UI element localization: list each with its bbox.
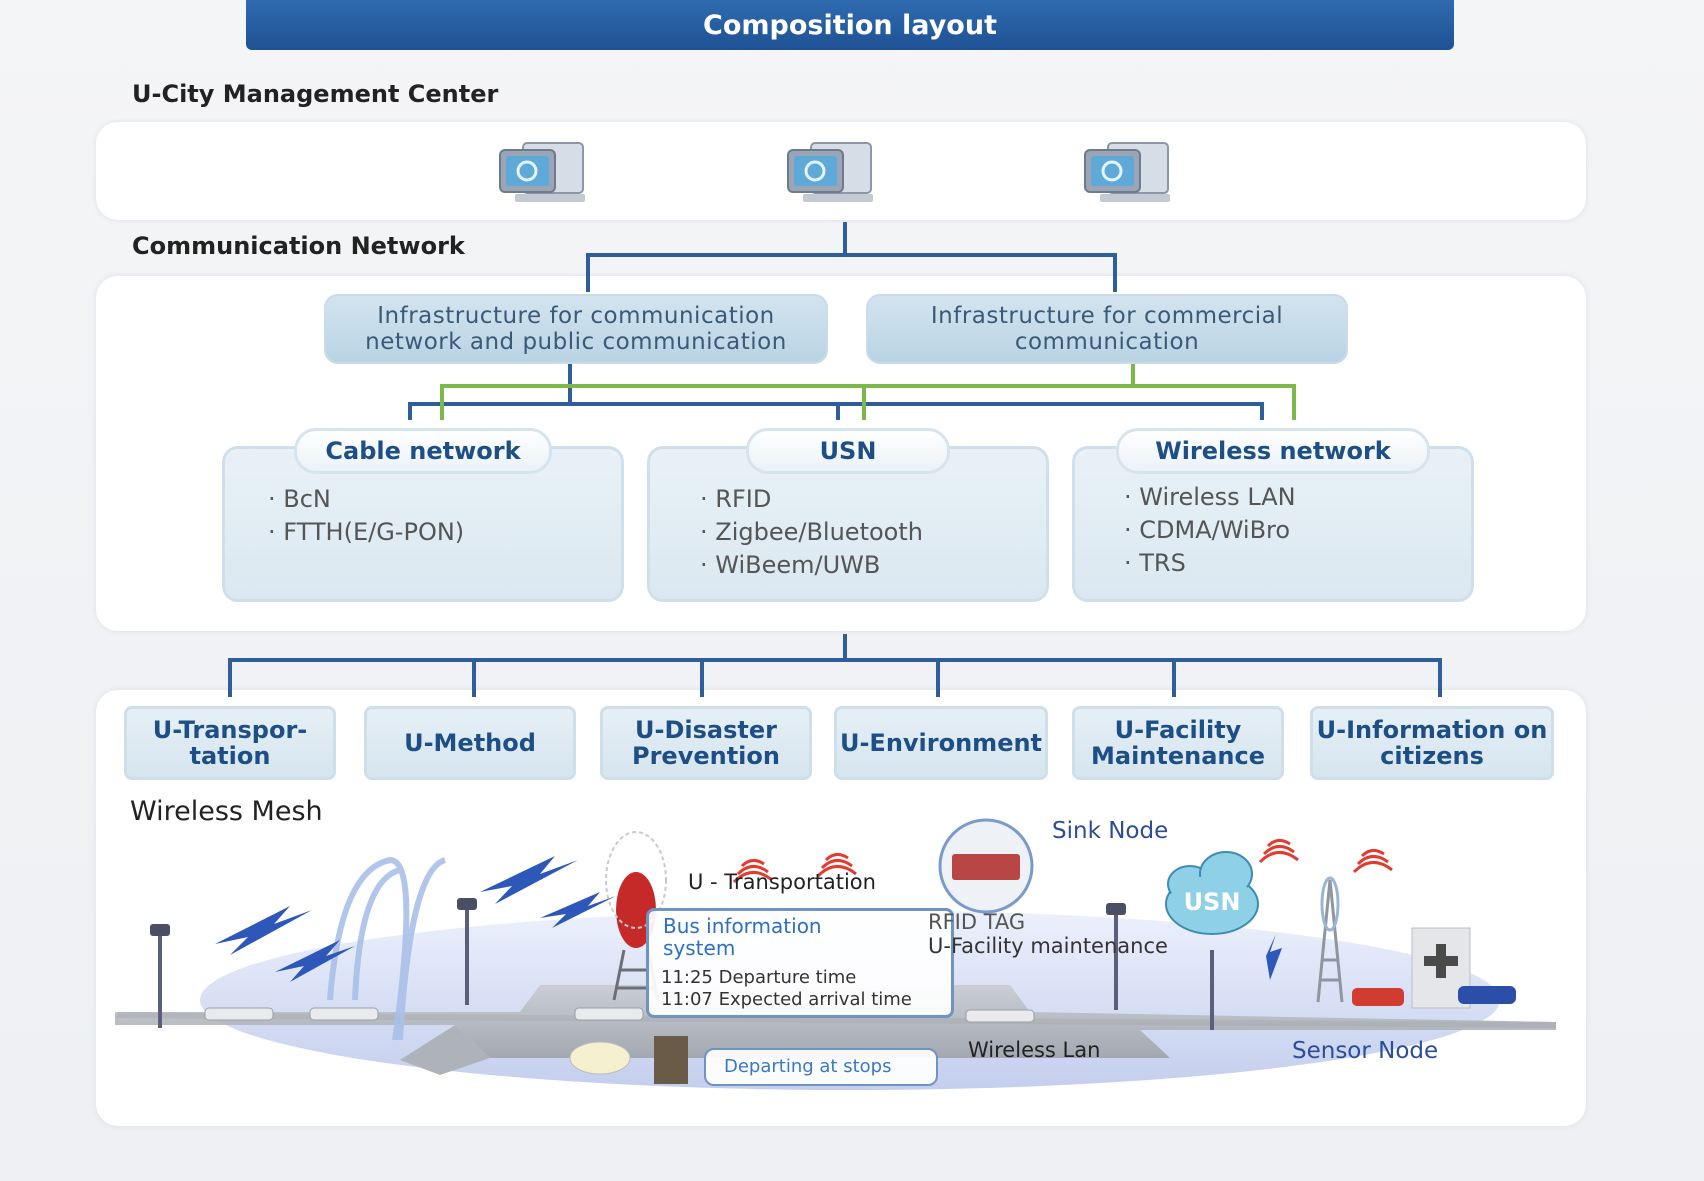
usn-cloud bbox=[1165, 851, 1259, 935]
bus-info-title: Bus information system bbox=[663, 914, 822, 960]
usn-cloud-label: USN bbox=[1183, 888, 1241, 916]
network-item: · FTTH(E/G-PON) bbox=[268, 518, 465, 546]
service-u-transportation: U-Transpor-tation bbox=[124, 706, 336, 780]
network-item: · BcN bbox=[268, 485, 331, 513]
usn-items: · RFID · Zigbee/Bluetooth · WiBeem/UWB bbox=[700, 483, 923, 582]
network-item: · Zigbee/Bluetooth bbox=[700, 518, 923, 546]
service-u-disaster-prevention: U-Disaster Prevention bbox=[600, 706, 812, 780]
page-title: Composition layout bbox=[246, 0, 1454, 50]
departing-callout: Departing at stops bbox=[704, 1048, 938, 1086]
bus-info-callout: Bus information system 11:25 Departure t… bbox=[646, 908, 954, 1018]
rfid-tag-label: RFID TAG bbox=[928, 910, 1026, 934]
usn-label: USN bbox=[746, 428, 950, 474]
arrival-time: 11:07 Expected arrival time bbox=[661, 989, 912, 1010]
service-u-method: U-Method bbox=[364, 706, 576, 780]
network-item: · Wireless LAN bbox=[1124, 483, 1296, 511]
wireless-network-label: Wireless network bbox=[1116, 428, 1430, 474]
management-center-label: U-City Management Center bbox=[132, 80, 499, 108]
wireless-network-items: · Wireless LAN · CDMA/WiBro · TRS bbox=[1124, 481, 1296, 580]
network-item: · TRS bbox=[1124, 549, 1186, 577]
network-item: · CDMA/WiBro bbox=[1124, 516, 1291, 544]
departure-time: 11:25 Departure time bbox=[661, 967, 857, 988]
infra-commercial-communication: Infrastructure for commercial communicat… bbox=[866, 294, 1348, 364]
departing-label: Departing at stops bbox=[724, 1056, 892, 1077]
communication-network-label: Communication Network bbox=[132, 232, 465, 260]
network-item: · WiBeem/UWB bbox=[700, 551, 881, 579]
service-u-facility-maintenance: U-Facility Maintenance bbox=[1072, 706, 1284, 780]
computer-icon bbox=[787, 142, 873, 202]
sink-node-label: Sink Node bbox=[1052, 818, 1169, 844]
bus-stop bbox=[654, 1036, 688, 1084]
wireless-mesh-label: Wireless Mesh bbox=[130, 796, 323, 827]
computer-icon bbox=[499, 142, 585, 202]
cable-network-label: Cable network bbox=[294, 428, 552, 474]
u-transportation-label: U - Transportation bbox=[688, 870, 876, 894]
ambulance bbox=[1352, 988, 1404, 1006]
sensor-node-label: Sensor Node bbox=[1292, 1038, 1439, 1064]
computer-icon bbox=[1084, 142, 1170, 202]
u-facility-label: U-Facility maintenance bbox=[928, 934, 1168, 958]
service-u-environment: U-Environment bbox=[834, 706, 1048, 780]
infra-public-communication: Infrastructure for communication network… bbox=[324, 294, 828, 364]
service-u-information: U-Information on citizens bbox=[1310, 706, 1554, 780]
cable-network-items: · BcN · FTTH(E/G-PON) bbox=[268, 483, 464, 549]
network-item: · RFID bbox=[700, 485, 772, 513]
car bbox=[1458, 986, 1516, 1004]
wireless-lan-label: Wireless Lan bbox=[968, 1038, 1101, 1062]
